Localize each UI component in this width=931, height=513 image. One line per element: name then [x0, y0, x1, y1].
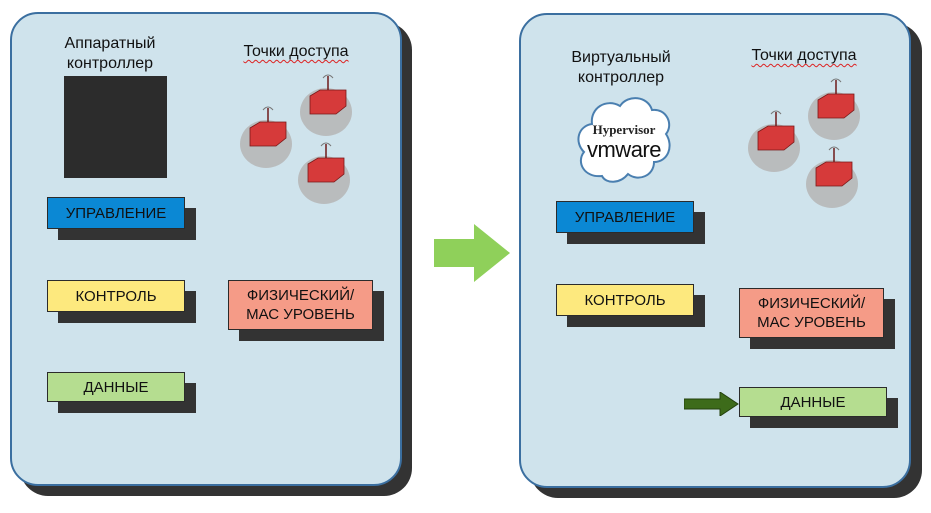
- right-controller-title: Виртуальный контроллер: [571, 49, 671, 86]
- right-ap-title: Точки доступа: [751, 47, 857, 64]
- access-point-icon: [240, 106, 292, 168]
- left-phy-mac-box: ФИЗИЧЕСКИЙ/ МАС УРОВЕНЬ: [228, 280, 373, 330]
- access-point-icon: [748, 78, 860, 208]
- left-access-points: [234, 72, 360, 206]
- access-point-icon: [298, 142, 350, 204]
- right-data-box: ДАННЫЕ: [739, 387, 887, 417]
- vmware-label: vmware: [586, 137, 662, 162]
- hypervisor-label: Hypervisor: [592, 122, 656, 137]
- hypervisor-cloud-icon: Hypervisor vmware: [574, 92, 674, 188]
- left-ap-title: Точки доступа: [243, 43, 349, 60]
- access-point-icon: [240, 74, 352, 204]
- right-arrow-icon: [434, 224, 510, 282]
- left-controller-title: Аппаратный контроллер: [64, 35, 156, 72]
- right-management-box: УПРАВЛЕНИЕ: [556, 201, 694, 233]
- left-control-box: КОНТРОЛЬ: [47, 280, 185, 312]
- left-management-box: УПРАВЛЕНИЕ: [47, 197, 185, 229]
- right-control-box: КОНТРОЛЬ: [556, 284, 694, 316]
- access-point-icon: [300, 74, 352, 136]
- right-phy-mac-box: ФИЗИЧЕСКИЙ/ МАС УРОВЕНЬ: [739, 288, 884, 338]
- access-point-icon: [748, 110, 800, 172]
- right-access-points: [742, 76, 868, 210]
- right-arrow-icon: [684, 392, 739, 416]
- left-data-box: ДАННЫЕ: [47, 372, 185, 402]
- access-point-icon: [808, 78, 860, 140]
- access-point-icon: [806, 146, 858, 208]
- hardware-controller-icon: [64, 76, 167, 178]
